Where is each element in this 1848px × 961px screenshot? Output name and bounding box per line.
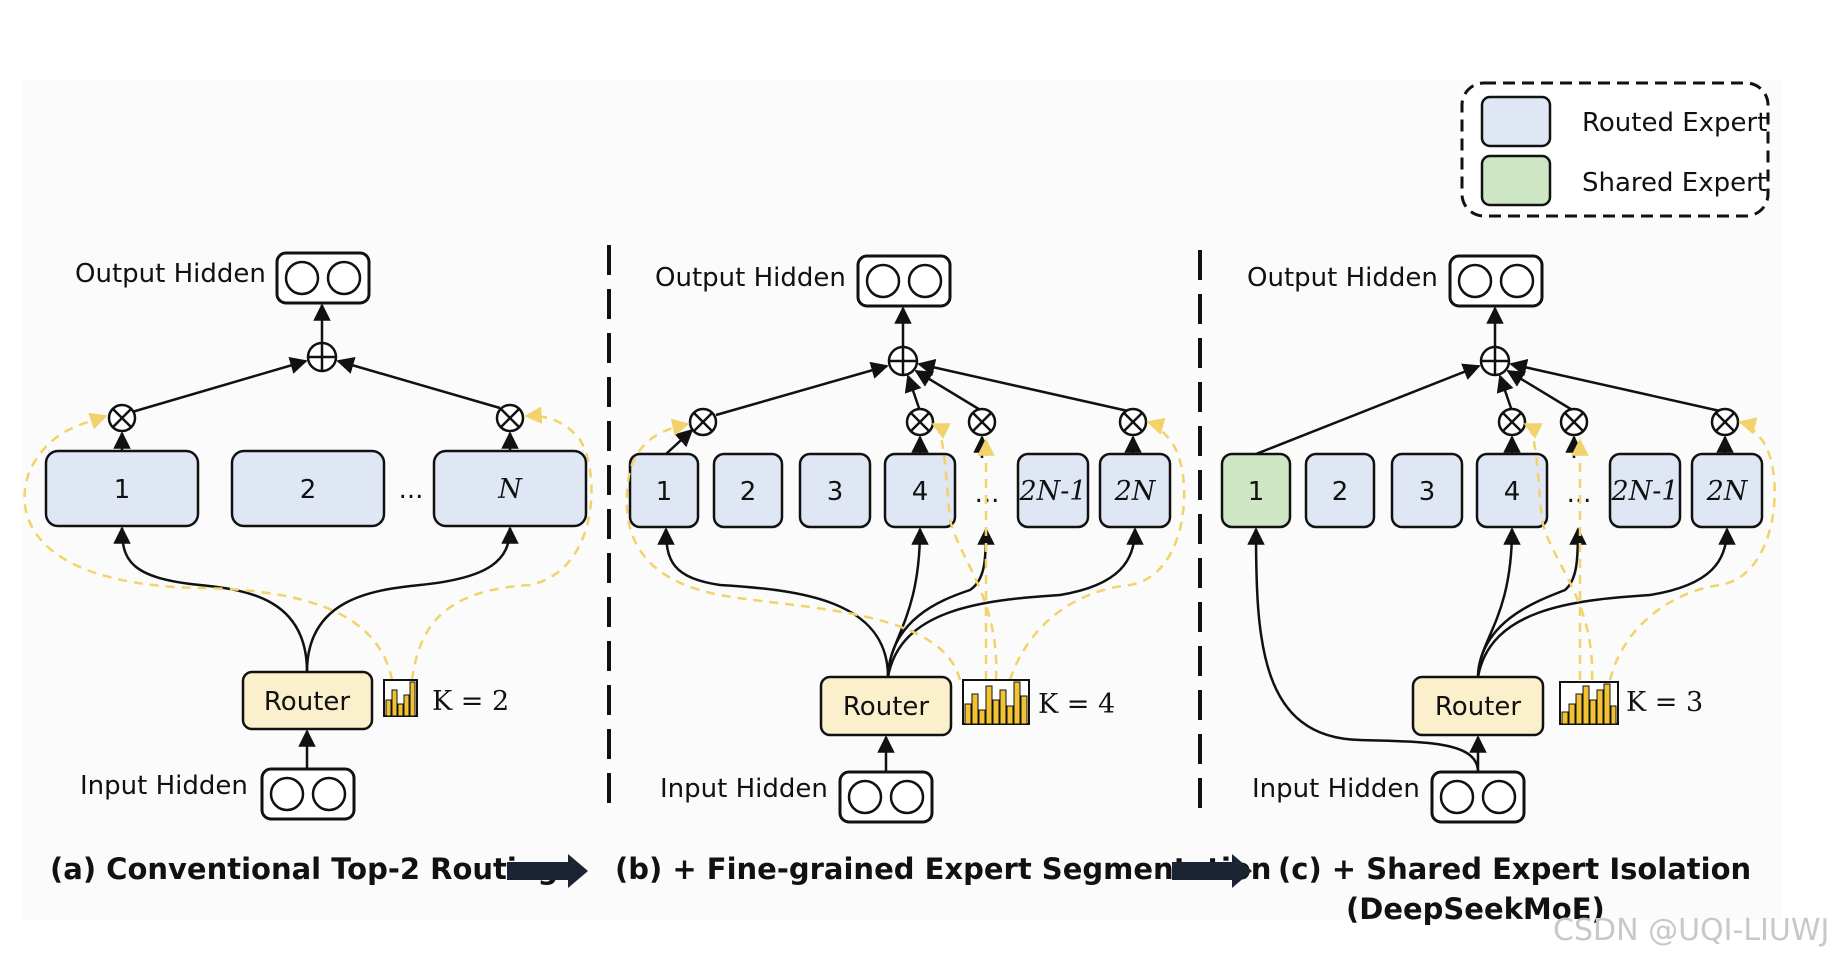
routed-expert-box [432, 449, 588, 528]
routed-expert-box [1475, 452, 1549, 529]
output-hidden-label: Output Hidden [1247, 263, 1438, 293]
output-hidden-label: Output Hidden [75, 259, 266, 289]
routed-expert-legend-label: Routed Expert [1582, 108, 1767, 138]
multiply-node [1559, 407, 1589, 437]
router-box [1411, 675, 1545, 737]
router-label: Router [264, 687, 350, 717]
output-hidden-label: Output Hidden [655, 263, 846, 293]
routed-expert-swatch [1480, 95, 1552, 148]
panel-a: Output Hidden 1 2 ... N [23, 251, 593, 821]
caption-c-subtitle: (DeepSeekMoE) [1346, 892, 1605, 926]
caption-b: (b) + Fine-grained Expert Segmentation [615, 852, 1271, 886]
multiply-node [1497, 407, 1527, 437]
input-hidden-vector [1430, 770, 1526, 824]
top-k-label: K = 4 [1038, 689, 1115, 720]
routed-expert-box [1098, 452, 1172, 529]
output-hidden-vector [1448, 254, 1544, 308]
router-box [241, 670, 374, 731]
routed-expert-box [44, 449, 200, 528]
routed-expert-box [712, 452, 784, 529]
caption-c: (c) + Shared Expert Isolation [1278, 852, 1751, 886]
top-k-label: K = 2 [432, 686, 509, 717]
router-box [819, 675, 953, 737]
routed-expert-box [798, 452, 872, 529]
multiply-node [1710, 407, 1740, 437]
sum-node [1479, 345, 1511, 377]
routed-expert-box [1608, 452, 1682, 529]
input-hidden-label: Input Hidden [80, 771, 248, 801]
input-hidden-vector [838, 770, 934, 824]
expert-label: 2N [1114, 476, 1157, 507]
routed-expert-box [1390, 452, 1464, 529]
routed-expert-box [230, 449, 386, 528]
expert-label: 1 [1248, 477, 1265, 507]
caption-a: (a) Conventional Top-2 Routing [50, 852, 558, 886]
expert-label: 2N-1 [1018, 476, 1086, 507]
watermark: CSDN @UQI-LIUWJ [1553, 913, 1829, 948]
expert-label: 2 [1332, 477, 1349, 507]
output-hidden-vector [856, 254, 952, 308]
multiply-node [495, 403, 525, 433]
multiply-node [967, 407, 997, 437]
routed-expert-box [883, 452, 957, 529]
shared-expert-box [1220, 452, 1292, 529]
routed-expert-box [1016, 452, 1090, 529]
router-label: Router [843, 692, 929, 722]
expert-label: 1 [656, 477, 673, 507]
panel-b: Output Hidden [625, 254, 1186, 824]
shared-expert-swatch [1480, 154, 1552, 207]
legend: Routed Expert Shared Expert [1460, 81, 1770, 218]
expert-label: 1 [114, 475, 131, 505]
panel-c: Output Hidden 1 [1220, 254, 1776, 824]
shared-expert-legend-label: Shared Expert [1582, 168, 1767, 198]
multiply-node [107, 403, 137, 433]
sum-node [887, 345, 919, 377]
router-label: Router [1435, 692, 1521, 722]
multiply-node [905, 407, 935, 437]
top-k-label: K = 3 [1626, 687, 1703, 718]
progression-arrow [507, 854, 588, 888]
gate-score-bars [1559, 681, 1619, 725]
output-hidden-vector [275, 251, 371, 305]
progression-arrow [1172, 854, 1252, 888]
gate-score-bars [383, 679, 418, 717]
multiply-node [688, 407, 718, 437]
input-hidden-label: Input Hidden [660, 774, 828, 804]
expert-label: 3 [827, 477, 844, 507]
expert-label: N [497, 474, 523, 505]
routed-expert-box [1304, 452, 1376, 529]
expert-label: 2 [300, 475, 317, 505]
input-hidden-label: Input Hidden [1252, 774, 1420, 804]
routed-expert-box [628, 452, 700, 529]
expert-label: 2 [740, 477, 757, 507]
input-hidden-vector [260, 767, 356, 821]
expert-label: 2N-1 [1610, 476, 1678, 507]
expert-label: 4 [912, 477, 929, 507]
routed-expert-box [1690, 452, 1764, 529]
gate-score-bars [962, 679, 1030, 725]
expert-label: 3 [1419, 477, 1436, 507]
ellipsis: ... [399, 475, 424, 505]
sum-node [306, 341, 338, 373]
expert-label: 2N [1706, 476, 1749, 507]
multiply-node [1118, 407, 1148, 437]
expert-label: 4 [1504, 477, 1521, 507]
